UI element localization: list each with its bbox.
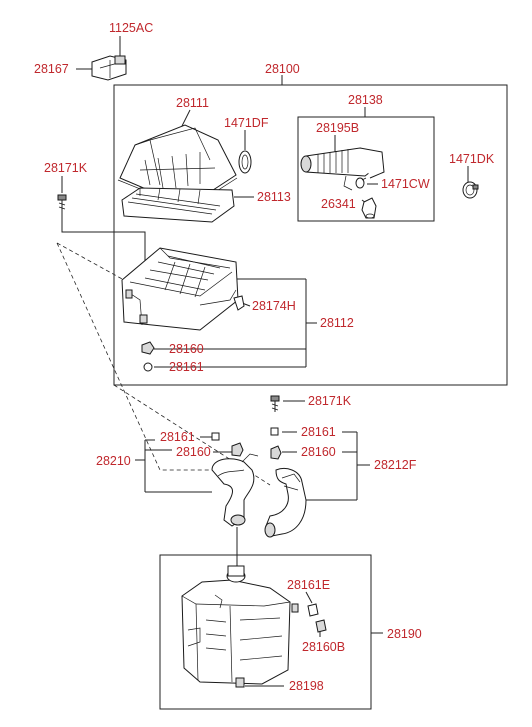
grommet-28160-left bbox=[231, 442, 244, 457]
bolt-28171K-top bbox=[57, 194, 67, 212]
filter-element-28113 bbox=[121, 187, 235, 223]
label-28160-left: 28160 bbox=[176, 445, 211, 459]
label-28138: 28138 bbox=[348, 93, 383, 107]
leader-lines bbox=[61, 36, 469, 687]
label-28190: 28190 bbox=[387, 627, 422, 641]
grommet-28160B bbox=[315, 619, 327, 633]
part-number-labels: 1125AC 28167 28100 28111 1471DF 28138 28… bbox=[34, 21, 495, 693]
label-28198: 28198 bbox=[289, 679, 324, 693]
label-28210: 28210 bbox=[96, 454, 131, 468]
assembly-box-28100 bbox=[113, 84, 508, 386]
air-cleaner-body-28112 bbox=[121, 247, 239, 331]
label-28161-top: 28161 bbox=[169, 360, 204, 374]
label-1471DF: 1471DF bbox=[224, 116, 269, 130]
label-28161-left: 28161 bbox=[160, 430, 195, 444]
label-28174H: 28174H bbox=[252, 299, 296, 313]
label-28195B: 28195B bbox=[316, 121, 359, 135]
insulator-28161-left bbox=[211, 432, 220, 441]
grommet-28160-right bbox=[270, 445, 282, 460]
clamp-1471CW bbox=[355, 177, 367, 189]
intake-hose-28195B bbox=[300, 147, 385, 191]
reservoir-tank-28190 bbox=[181, 565, 299, 688]
label-28112: 28112 bbox=[320, 316, 354, 330]
label-28160B: 28160B bbox=[302, 640, 345, 654]
label-28161-right: 28161 bbox=[301, 425, 336, 439]
insulator-28161-top bbox=[143, 362, 153, 372]
bracket-28167 bbox=[91, 55, 127, 81]
subassembly-box-28138 bbox=[297, 116, 435, 222]
clamp-ring-1471DF bbox=[238, 150, 252, 174]
clamp-1471DK bbox=[462, 181, 479, 199]
label-28111: 28111 bbox=[176, 96, 209, 110]
label-28161E: 28161E bbox=[287, 578, 330, 592]
label-1471DK: 1471DK bbox=[449, 152, 495, 166]
label-1125AC: 1125AC bbox=[109, 21, 153, 35]
breather-tube-26341 bbox=[361, 197, 377, 219]
clip-28174H bbox=[233, 295, 245, 311]
bolt-28171K-mid bbox=[270, 395, 280, 412]
label-28160-top: 28160 bbox=[169, 342, 204, 356]
label-28212F: 28212F bbox=[374, 458, 417, 472]
label-28160-right: 28160 bbox=[301, 445, 336, 459]
grommet-28160-top bbox=[141, 341, 155, 355]
insulator-28161-right bbox=[270, 427, 279, 436]
label-28113: 28113 bbox=[257, 190, 291, 204]
label-28171K-top: 28171K bbox=[44, 161, 88, 175]
label-28171K-mid: 28171K bbox=[308, 394, 352, 408]
label-26341: 26341 bbox=[321, 197, 356, 211]
hose-28210 bbox=[211, 453, 259, 527]
reservoir-box-28190 bbox=[159, 554, 372, 710]
insulator-28161E bbox=[307, 603, 319, 617]
label-28167: 28167 bbox=[34, 62, 69, 76]
label-1471CW: 1471CW bbox=[381, 177, 430, 191]
label-28100: 28100 bbox=[265, 62, 300, 76]
hose-28212F bbox=[264, 468, 307, 538]
air-cleaner-cover-28111 bbox=[117, 124, 238, 198]
